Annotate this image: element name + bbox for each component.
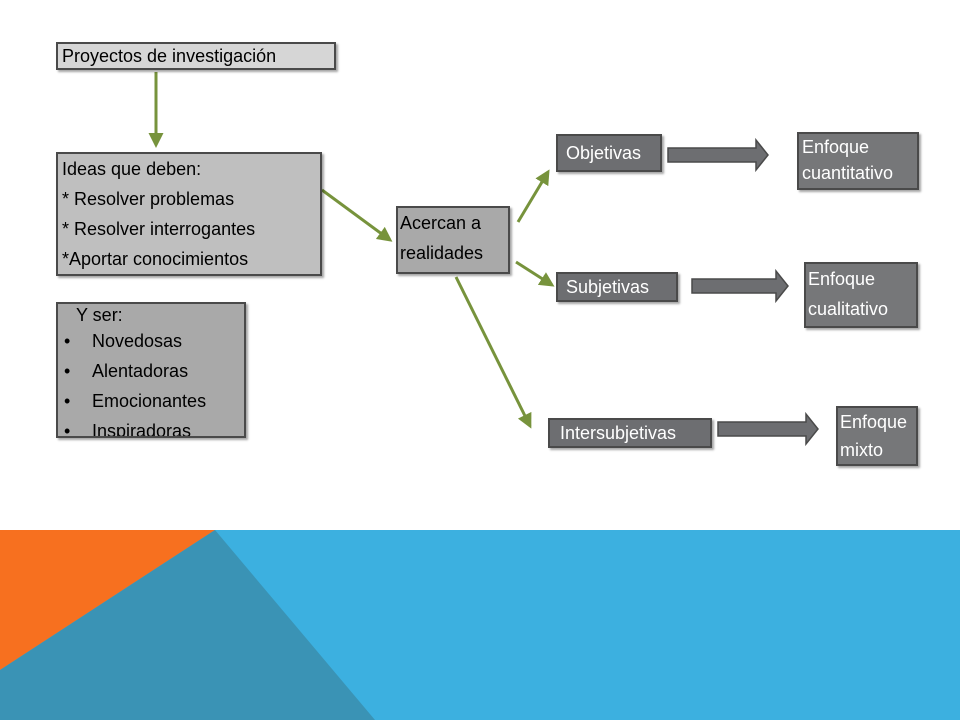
branch-label: Subjetivas — [566, 277, 650, 297]
approach-line: Enfoque — [802, 137, 870, 157]
branch-box-subjetivas: Subjetivas — [556, 272, 678, 302]
ideas-box: Ideas que deben: * Resolver problemas * … — [56, 152, 322, 276]
approach-line: cuantitativo — [802, 163, 894, 183]
approach-line: cualitativo — [808, 299, 889, 319]
center-box: Acercan a realidades — [396, 206, 510, 274]
arrow-center-to-objetivas — [516, 169, 550, 223]
approach-box-mixto: Enfoque mixto — [836, 406, 918, 466]
arrow-center-to-subjetivas — [515, 260, 555, 287]
branch-box-intersubjetivas: Intersubjetivas — [548, 418, 712, 448]
list-item: Alentadoras — [62, 356, 244, 386]
root-box: Proyectos de investigación — [56, 42, 336, 70]
ideas-line: * Resolver problemas — [62, 189, 235, 209]
qualities-box: Y ser: Novedosas Alentadoras Emocionante… — [56, 302, 246, 438]
block-arrow-intersubjetivas — [717, 411, 819, 447]
list-item: Novedosas — [62, 326, 244, 356]
approach-box-cualitativo: Enfoque cualitativo — [804, 262, 918, 328]
qualities-list: Novedosas Alentadoras Emocionantes Inspi… — [62, 326, 244, 436]
center-line: Acercan a — [400, 213, 482, 233]
arrow-center-to-intersubjetivas — [454, 276, 532, 429]
center-line: realidades — [400, 243, 484, 263]
block-arrow-objetivas — [667, 137, 769, 173]
ideas-line: Ideas que deben: — [62, 159, 202, 179]
arrow-ideas-to-center — [321, 188, 393, 242]
approach-line: Enfoque — [840, 412, 908, 432]
approach-box-cuantitativo: Enfoque cuantitativo — [797, 132, 919, 190]
footer-band — [0, 530, 960, 720]
branch-label: Intersubjetivas — [560, 423, 677, 443]
qualities-heading: Y ser: — [76, 305, 123, 325]
list-item: Emocionantes — [62, 386, 244, 416]
ideas-line: * Resolver interrogantes — [62, 219, 256, 239]
branch-label: Objetivas — [566, 143, 642, 163]
root-label: Proyectos de investigación — [62, 46, 277, 66]
approach-line: mixto — [840, 440, 884, 460]
connector-layer — [148, 72, 819, 447]
list-item: Inspiradoras — [62, 416, 244, 436]
approach-line: Enfoque — [808, 269, 876, 289]
ideas-line: *Aportar conocimientos — [62, 249, 249, 269]
branch-box-objetivas: Objetivas — [556, 134, 662, 172]
block-arrow-subjetivas — [691, 268, 789, 304]
footer-teal-panel — [0, 530, 375, 720]
